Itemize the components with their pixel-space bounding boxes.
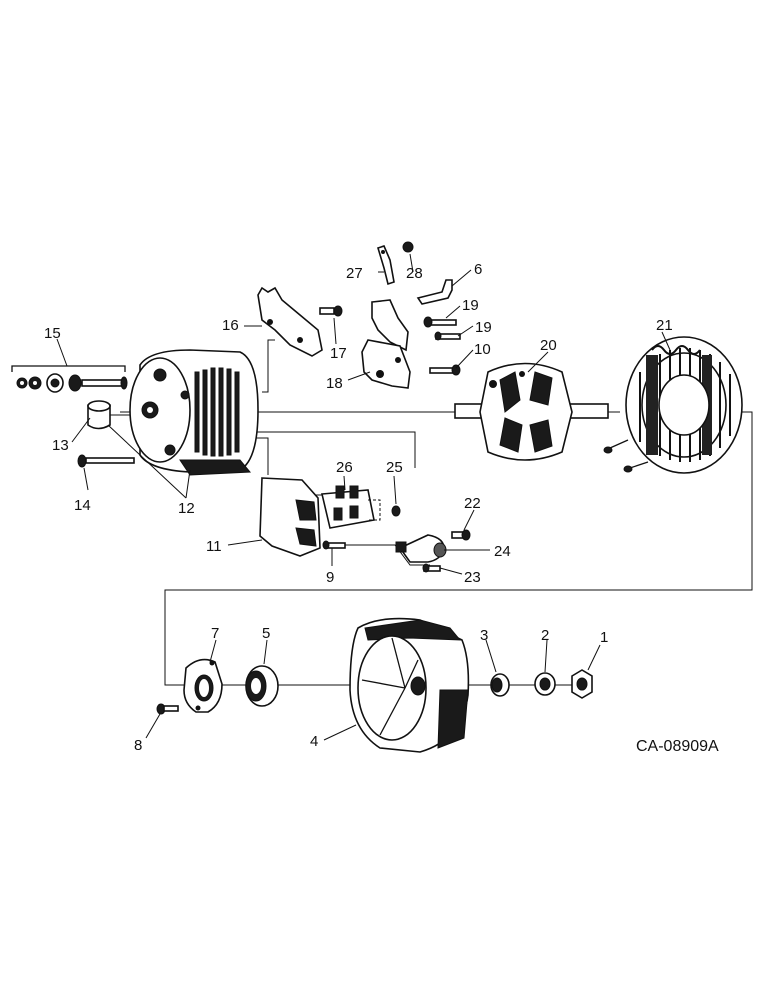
part-28-nut	[402, 241, 414, 253]
part-17-screw	[319, 305, 343, 317]
callout-14: 14	[74, 497, 91, 514]
callout-22: 22	[464, 495, 481, 512]
part-9-screw	[322, 540, 346, 550]
callout-23: 23	[464, 569, 481, 586]
part-24-capacitor	[395, 534, 447, 563]
part-21-stator	[603, 336, 743, 474]
callout-18: 18	[326, 375, 343, 392]
part-2-washer	[534, 672, 556, 696]
callout-21: 21	[656, 317, 673, 334]
callout-8: 8	[134, 737, 142, 754]
part-12-end-frame	[129, 349, 259, 476]
callout-10: 10	[474, 341, 491, 358]
part-7-retainer-plate	[183, 658, 223, 713]
callout-19b: 19	[475, 319, 492, 336]
part-20-rotor	[454, 362, 609, 461]
part-16-bracket	[257, 286, 323, 357]
part-11-cover	[259, 477, 321, 557]
callout-17: 17	[330, 345, 347, 362]
callout-7: 7	[211, 625, 219, 642]
part-10-screw	[429, 364, 461, 376]
callout-15: 15	[44, 325, 61, 342]
part-19-screw-lower	[434, 331, 461, 341]
part-23-screw	[422, 563, 441, 573]
part-1-nut	[571, 669, 593, 699]
part-22-screw	[451, 529, 471, 541]
callout-labels: 1 2 3 4 5 6 7 8 9 10 11 12 13 14 15 16 1…	[44, 261, 673, 754]
callout-2: 2	[541, 627, 549, 644]
part-14-bolt	[77, 454, 135, 468]
callout-20: 20	[540, 337, 557, 354]
part-26-brush-holder	[321, 485, 381, 529]
callout-12: 12	[178, 500, 195, 517]
callout-25: 25	[386, 459, 403, 476]
callout-1: 1	[600, 629, 608, 646]
part-19-screw-upper	[423, 316, 457, 328]
callout-28: 28	[406, 265, 423, 282]
callout-5: 5	[262, 625, 270, 642]
part-5-bearing	[245, 665, 279, 707]
part-27-strap	[377, 245, 395, 286]
callout-11: 11	[206, 538, 222, 555]
part-3-spacer	[490, 673, 510, 697]
callout-4: 4	[310, 733, 318, 750]
part-8-screw	[156, 703, 179, 715]
callout-27: 27	[346, 265, 363, 282]
callout-leaders	[56, 253, 671, 741]
callout-3: 3	[480, 627, 488, 644]
part-15-bolt-stack	[11, 365, 128, 393]
part-4-drive-end-frame	[349, 617, 470, 753]
callout-16: 16	[222, 317, 239, 334]
callout-19: 19	[462, 297, 479, 314]
callout-26: 26	[336, 459, 353, 476]
callout-6: 6	[474, 261, 482, 278]
figure-code: CA-08909A	[636, 738, 719, 755]
part-18-regulator	[361, 299, 411, 389]
callout-24: 24	[494, 543, 511, 560]
callout-9: 9	[326, 569, 334, 586]
part-25-screw	[391, 505, 401, 517]
part-6-terminal	[416, 279, 453, 305]
callout-13: 13	[52, 437, 69, 454]
